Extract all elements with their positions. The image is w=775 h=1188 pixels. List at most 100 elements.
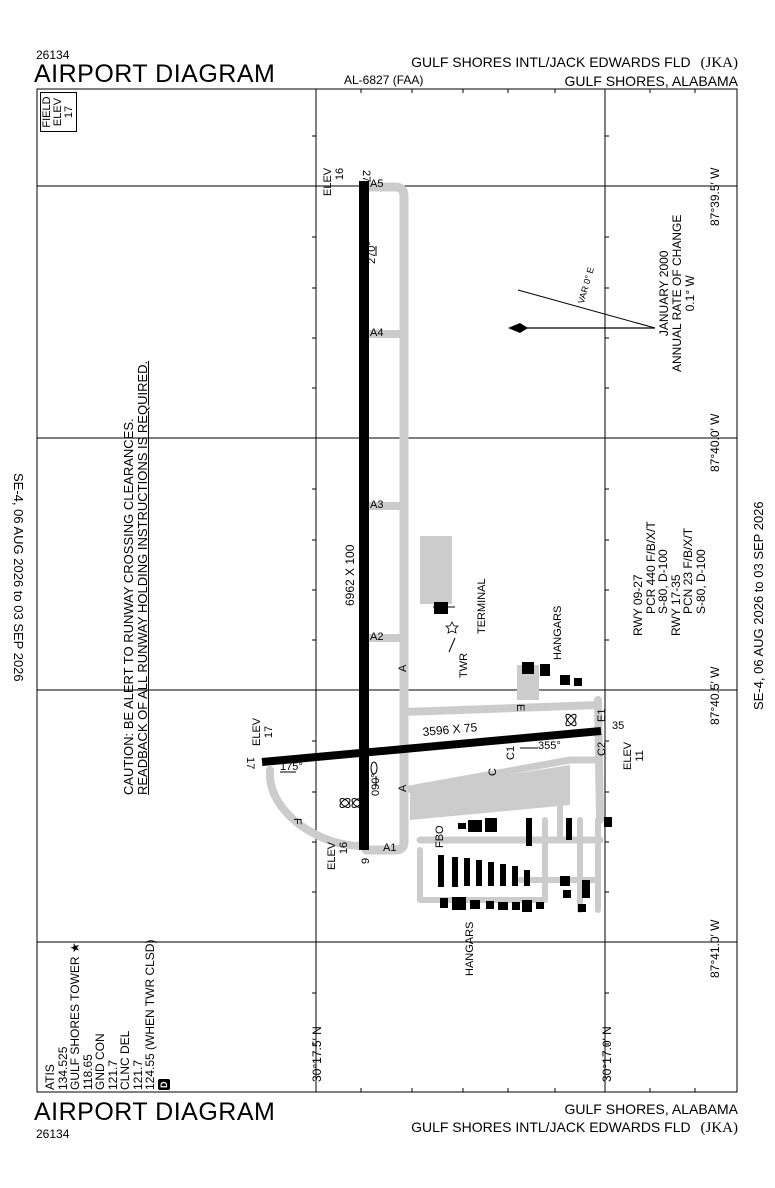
frequency-block: ATIS 134.525 GULF SHORES TOWER ★ 118.65 … [43, 939, 170, 1090]
taxiway-hangar-lanes [542, 817, 601, 913]
terminal-label: TERMINAL [476, 578, 488, 634]
hdg-270-label: 270° [366, 241, 378, 264]
elev-label-bottom: ELEV [326, 841, 338, 870]
rwy2-weights: S-80, D-100 [693, 549, 708, 614]
fbo-building [468, 820, 482, 832]
elev-35-block: ELEV 11 [622, 742, 646, 770]
twy-e-label: E [514, 704, 526, 712]
diagram-frame [36, 88, 738, 1093]
taxiway-c [400, 756, 602, 794]
elev-value-17: 17 [263, 725, 275, 739]
elev-label-top: ELEV [322, 167, 334, 196]
elev-17-block: ELEV 17 [251, 718, 275, 746]
airport-identifier: (JKA) [700, 55, 739, 71]
taxiway-east [594, 696, 604, 824]
runway-9-27 [359, 181, 369, 850]
doc-number: 26134 [36, 48, 70, 62]
hdg-355-label: 355° [538, 740, 561, 752]
tower-label: GULF SHORES TOWER ★ [68, 942, 82, 1090]
clnc-alt-frequency: 124.55 (WHEN TWR CLSD) [143, 939, 157, 1090]
d-symbol-icon: D [157, 1079, 170, 1090]
clnc-label: CLNC DEL [118, 1030, 132, 1090]
rwy-9-label: 9 [360, 857, 372, 864]
twy-a-label-south: A [397, 784, 409, 792]
hdg-090-label: 090° [370, 773, 382, 796]
runway-17-35 [261, 727, 602, 766]
airport-name-header: GULF SHORES INTL/JACK EDWARDS FLD (JKA) [411, 54, 738, 72]
footer-airport-name: GULF SHORES INTL/JACK EDWARDS FLD (JKA) [411, 1119, 738, 1137]
runway-info-block: RWY 09-27 PCR 440 F/B/X/T S-80, D-100 RW… [631, 521, 708, 636]
caution-note: CAUTION: BE ALERT TO RUNWAY CROSSING CLE… [121, 360, 150, 795]
caution-line1: CAUTION: BE ALERT TO RUNWAY CROSSING CLE… [121, 418, 136, 795]
twy-a3-label: A3 [370, 499, 384, 511]
lon-label-3: 87°40.5′ W [708, 666, 722, 725]
footer-airport-identifier: (JKA) [700, 1120, 739, 1136]
magnetic-variation-arrows [508, 289, 656, 333]
aprons [410, 536, 570, 820]
lat-label-1: 30°17.5′ N [310, 1026, 324, 1082]
rwy-17-label: 17 [244, 757, 256, 770]
twy-e1-label: E1 [596, 708, 608, 722]
field-elev-box: FIELD ELEV 17 [38, 92, 94, 136]
rwy1-weights: S-80, D-100 [656, 549, 670, 614]
lon-label-2: 87°40.0′ W [708, 413, 722, 472]
annual-rate-block: JANUARY 2000 ANNUAL RATE OF CHANGE 0.1° … [657, 215, 697, 372]
twy-c-label: C [487, 768, 499, 776]
field-elev-value: 17 [63, 105, 75, 119]
rwy-35-label: 35 [612, 720, 625, 732]
annual-rate-line3: 0.1° W [683, 275, 697, 312]
airport-location: GULF SHORES, ALABAMA [564, 73, 739, 89]
atis-label: ATIS [43, 1064, 57, 1090]
taxiway-a [361, 182, 409, 855]
taxiway-hangar-loop [417, 847, 548, 903]
twy-a-label-north: A [397, 664, 409, 672]
tower-star-icon [445, 621, 459, 634]
caution-line2: READBACK OF ALL RUNWAY HOLDING INSTRUCTI… [135, 360, 150, 795]
lon-label-4: 87°41.0′ W [708, 919, 722, 978]
heading-arrows [280, 246, 538, 786]
hdg-175-label: 175° [280, 761, 303, 773]
twy-c2-label: C2 [596, 741, 608, 756]
footer-airport-name-text: GULF SHORES INTL/JACK EDWARDS FLD [411, 1119, 691, 1135]
elev-value-35: 11 [634, 750, 646, 762]
twr-label: TWR [458, 652, 470, 678]
lat-label-2: 30°17.0′ N [600, 1026, 614, 1082]
main-runway-dims: 6962 X 100 [343, 544, 357, 606]
rwy-27-label: 27 [360, 170, 372, 183]
runways [261, 181, 602, 850]
elev-label-17: ELEV [251, 717, 263, 746]
footer-title: AIRPORT DIAGRAM [34, 1098, 276, 1126]
lon-label-1: 87°39.5′ W [708, 167, 722, 226]
al-number: AL-6827 (FAA) [344, 73, 424, 87]
elev-value-top: 16 [334, 167, 346, 181]
airport-name: GULF SHORES INTL/JACK EDWARDS FLD [411, 54, 691, 70]
main-apron [410, 765, 570, 820]
twy-a1-label: A1 [383, 842, 397, 854]
footer-location: GULF SHORES, ALABAMA [564, 1101, 739, 1117]
twy-a2-label: A2 [370, 631, 384, 643]
windsock-symbols [339, 713, 577, 808]
taxiway-e [400, 701, 602, 716]
gnd-label: GND CON [93, 1033, 107, 1090]
rwy1-label: RWY 09-27 [631, 574, 645, 636]
elev-value-bottom: 16 [338, 841, 350, 855]
terminal-apron [420, 536, 452, 604]
terminal-building [434, 602, 448, 614]
hangars-label-north: HANGARS [552, 605, 564, 660]
twy-a4-label: A4 [370, 327, 384, 339]
page-title: AIRPORT DIAGRAM [34, 60, 276, 88]
taxiways [265, 182, 604, 913]
buildings [434, 602, 612, 912]
taxiway-f [265, 766, 366, 850]
footer-doc-number: 26134 [36, 1127, 70, 1141]
twy-c1-label: C1 [505, 745, 517, 760]
elev-bottom-block: ELEV 16 [326, 842, 350, 870]
grid-ticks [312, 89, 696, 1092]
rwy2-pcn: PCN 23 F/B/X/T [681, 527, 695, 614]
twy-f-label: F [291, 818, 303, 825]
hangars-label-south: HANGARS [464, 921, 476, 976]
fbo-label: FBO [434, 825, 446, 848]
elev-top-block: ELEV 16 [322, 168, 346, 196]
